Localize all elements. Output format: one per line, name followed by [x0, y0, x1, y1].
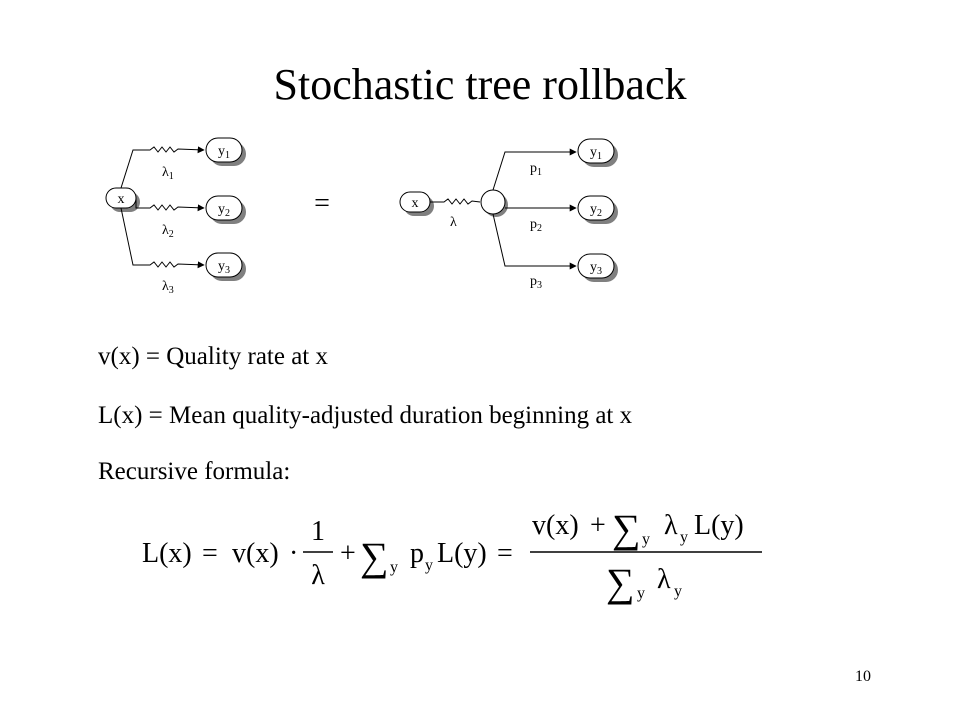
right-rate-link: [430, 198, 481, 205]
formula-one: 1: [311, 516, 325, 547]
left-child-node-1: y1: [205, 137, 246, 166]
formula-num-v: v(x): [532, 510, 579, 541]
left-rate-label-1: λ1: [162, 165, 174, 182]
formula-sum-1: ∑: [360, 534, 389, 579]
definition-v: v(x) = Quality rate at x: [98, 343, 328, 370]
formula-num-lambda: λ: [664, 510, 678, 541]
right-prob-label-1: p1: [530, 161, 542, 178]
svg-text:y3: y3: [590, 260, 602, 277]
formula-eq-2: =: [497, 538, 513, 569]
definition-L: L(x) = Mean quality-adjusted duration be…: [98, 402, 633, 429]
formula-plus: +: [340, 538, 356, 569]
formula-v-term: v(x): [232, 538, 279, 569]
svg-text:y2: y2: [590, 202, 602, 219]
slide-title: Stochastic tree rollback: [273, 60, 687, 109]
formula-sum-1-sub: y: [390, 559, 398, 576]
tree-diagram: x y1 y2 y3: [105, 137, 618, 296]
left-child-node-3: y3: [205, 252, 246, 281]
formula-num-sum-sub: y: [642, 531, 650, 548]
right-prob-label-2: p2: [530, 217, 542, 234]
right-child-node-3: y3: [577, 253, 618, 282]
page-number: 10: [855, 668, 871, 685]
left-branch-1: [120, 146, 205, 189]
formula-den-lambda-sub: y: [674, 583, 682, 600]
left-rate-label-3: λ3: [162, 279, 174, 296]
svg-text:y2: y2: [218, 202, 230, 219]
right-child-node-1: y1: [577, 138, 618, 167]
formula-eq-1: =: [202, 538, 218, 569]
right-prob-label-3: p3: [530, 274, 542, 291]
formula-L-y: L(y): [437, 538, 487, 569]
recursive-formula: L(x) = v(x) · 1 λ + ∑ y p y L(y) = v(x) …: [142, 506, 762, 605]
left-branch-3: [120, 207, 205, 269]
left-root-label: x: [118, 192, 125, 207]
right-root-node: x: [399, 191, 434, 216]
formula-lhs: L(x): [142, 538, 192, 569]
left-child-node-2: y2: [205, 195, 246, 224]
formula-p-sub: y: [425, 557, 433, 574]
formula-dot: ·: [289, 538, 298, 569]
right-root-label: x: [412, 196, 419, 211]
formula-p: p: [410, 538, 424, 569]
left-branch-2: [135, 198, 205, 212]
left-tree: x y1 y2 y3: [105, 137, 246, 296]
formula-num-plus: +: [590, 510, 606, 541]
chance-node: [480, 189, 508, 217]
formula-num-L-y: L(y): [694, 510, 744, 541]
right-branch-3: [492, 213, 577, 270]
right-child-node-2: y2: [577, 195, 618, 224]
left-rate-label-2: λ2: [162, 223, 174, 240]
left-root-node: x: [105, 187, 140, 212]
formula-den-sum-sub: y: [637, 585, 645, 602]
right-rate-label: λ: [450, 215, 457, 230]
formula-num-lambda-sub: y: [680, 529, 688, 546]
recursive-formula-label: Recursive formula:: [98, 458, 291, 485]
formula-den-lambda: λ: [657, 564, 671, 595]
equals-sign: =: [314, 188, 330, 219]
right-branch-1: [492, 148, 577, 191]
formula-num-sum: ∑: [612, 506, 641, 551]
formula-lambda: λ: [311, 560, 325, 591]
formula-den-sum: ∑: [606, 560, 635, 605]
right-tree: x λ y1 y2: [399, 138, 618, 291]
svg-text:y1: y1: [590, 145, 602, 162]
svg-text:y1: y1: [218, 144, 230, 161]
svg-text:y3: y3: [218, 259, 230, 276]
